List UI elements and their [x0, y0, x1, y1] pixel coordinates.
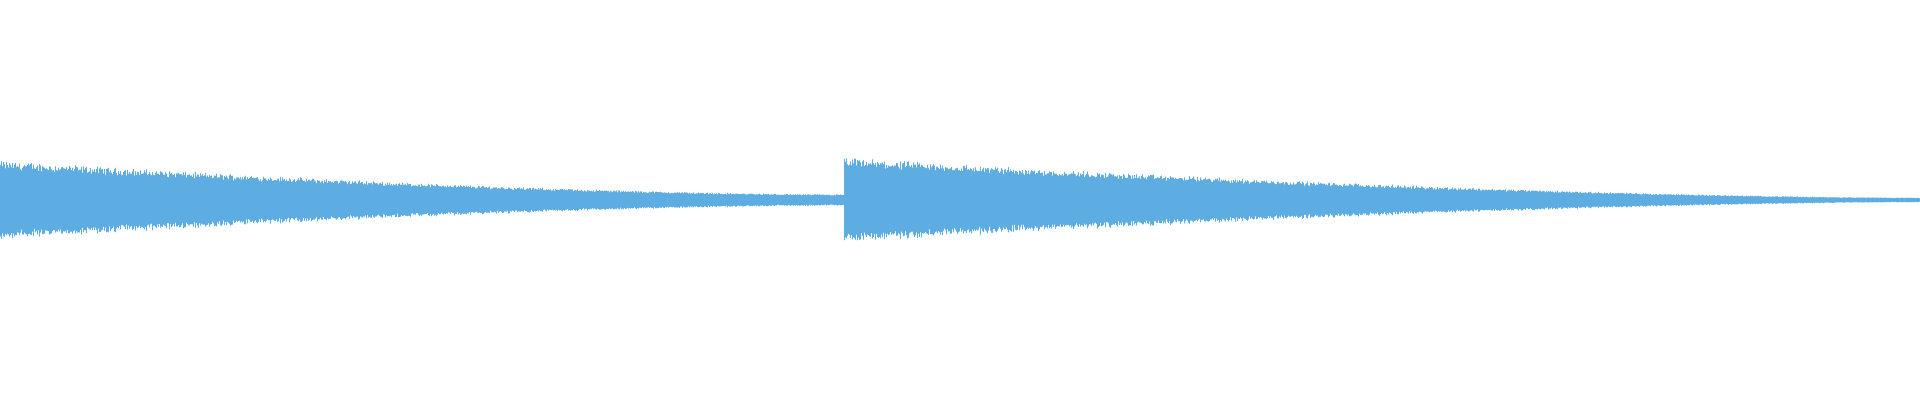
waveform-segment-second-sound [844, 158, 1920, 241]
waveform-segment-first-sound [0, 161, 844, 239]
waveform-bars [0, 158, 1920, 241]
